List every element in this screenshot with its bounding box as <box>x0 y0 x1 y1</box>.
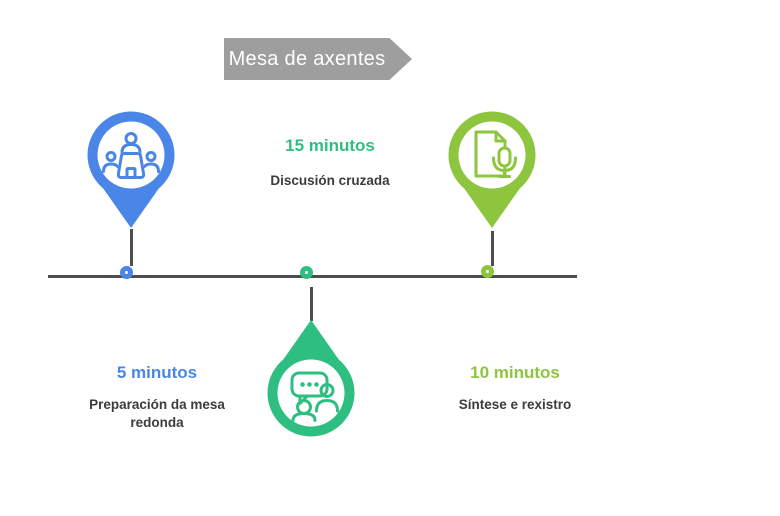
pin-marker-synthesis <box>448 111 536 228</box>
connector-line-step2 <box>309 287 313 321</box>
step3-caption: Síntese e rexistro <box>458 397 572 412</box>
timeline-node-step2 <box>300 266 313 279</box>
step3-duration: 10 minutos <box>470 363 560 382</box>
timeline-node-step3 <box>481 265 494 278</box>
pin-marker-discussion <box>267 320 355 437</box>
timeline-node-step1 <box>120 266 133 279</box>
step1-duration: 5 minutos <box>116 363 198 382</box>
timeline-axis <box>48 275 577 278</box>
step3-text-block: 10 minutos Síntese e rexistro <box>415 363 615 414</box>
connector-line-step3 <box>490 231 494 266</box>
title-banner: Mesa de axentes <box>224 38 412 80</box>
step1-text-block: 5 minutos Preparación da mesa redonda <box>57 363 257 432</box>
pin-marker-preparation <box>87 111 175 228</box>
banner-title: Mesa de axentes <box>228 47 386 70</box>
step1-caption: Preparación da mesa redonda <box>89 397 225 430</box>
document-microphone-icon <box>474 130 507 178</box>
step2-caption: Discusión cruzada <box>270 173 390 188</box>
connector-line-step1 <box>129 229 133 266</box>
step2-text-block: 15 minutos Discusión cruzada <box>230 136 430 190</box>
step2-duration: 15 minutos <box>285 136 375 155</box>
meeting-table-icon <box>102 132 160 173</box>
